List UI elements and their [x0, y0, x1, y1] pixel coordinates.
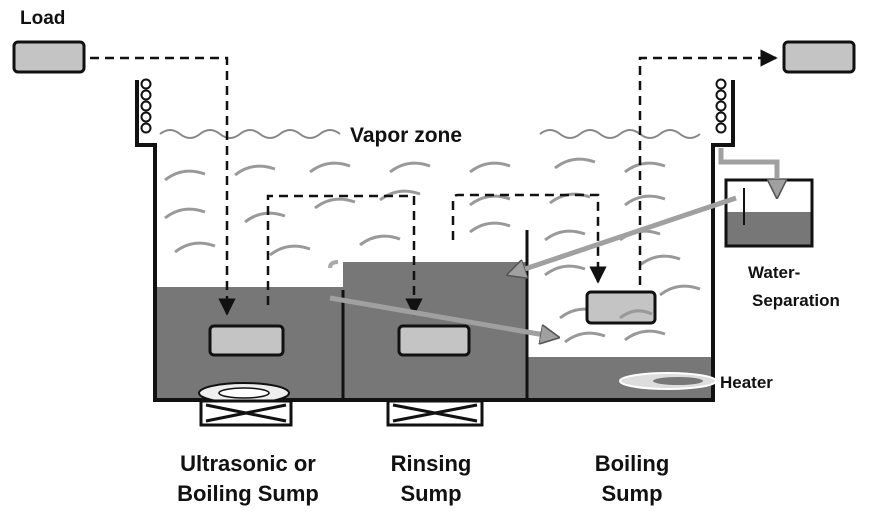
ultrasonic-sump-label: Boiling Sump [177, 481, 319, 506]
transfer-arrows [328, 195, 737, 337]
part-in-rinsing-sump [397, 324, 471, 357]
ultrasonic-transducer-icon [198, 382, 484, 427]
water-separation-label: Water- [748, 263, 800, 282]
vapor-arcs [164, 157, 701, 344]
heater-label: Heater [720, 373, 773, 392]
water-separator [718, 148, 814, 248]
cooling-coil-icon [140, 78, 727, 134]
vapor-zone-label: Vapor zone [350, 124, 462, 147]
parts [12, 40, 856, 357]
load-in-box [12, 40, 86, 74]
load-transfer-path [90, 49, 778, 316]
rinsing-sump-label: Sump [400, 481, 461, 506]
text-labels: Load Vapor zone Water- Separation Heater… [20, 8, 840, 506]
boiling-sump-label: Boiling [595, 451, 670, 476]
ultrasonic-sump-label: Ultrasonic or [180, 451, 316, 476]
water-separation-label: Separation [752, 291, 840, 310]
load-label: Load [20, 8, 65, 29]
rinsing-sump-label: Rinsing [391, 451, 472, 476]
vapor-surface-waves [159, 129, 701, 139]
load-out-box [782, 40, 856, 74]
heater-coil-icon [619, 372, 717, 390]
part-in-vapor [585, 290, 657, 325]
boiling-sump-label: Sump [601, 481, 662, 506]
part-in-ultrasonic-sump [208, 324, 285, 357]
